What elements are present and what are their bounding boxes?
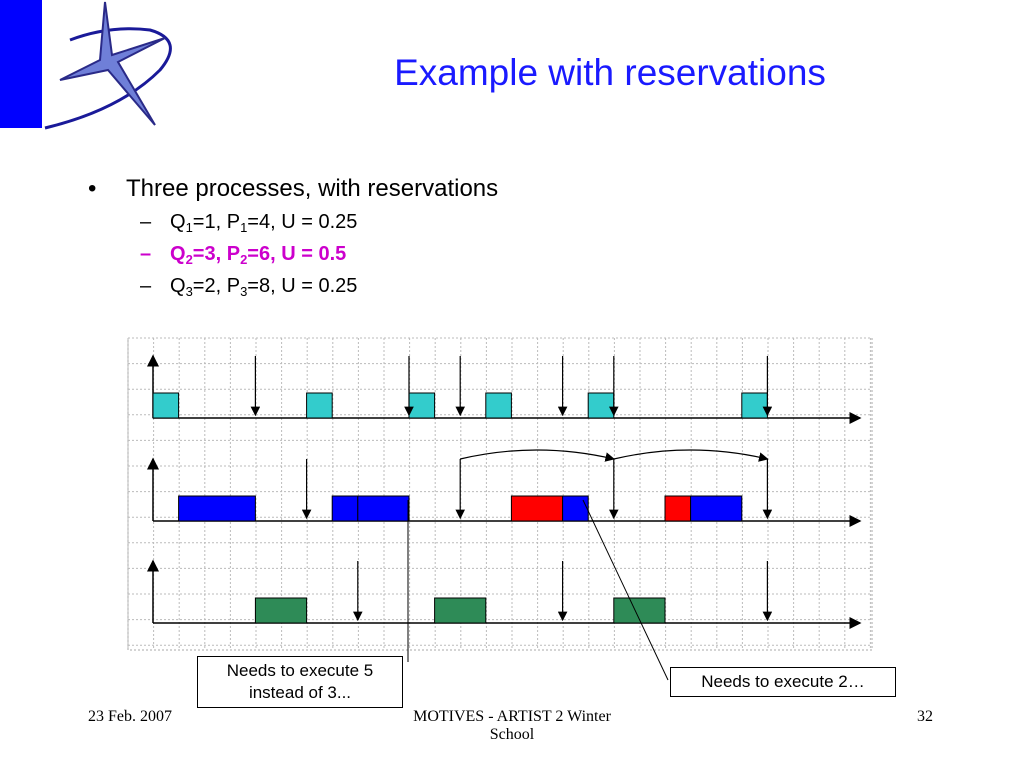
process-3-params: – Q3=2, P3=8, U = 0.25 — [140, 275, 498, 299]
process-2-deadline-shift-arc — [460, 449, 615, 462]
bullet-list: • Three processes, with reservations – Q… — [88, 175, 498, 299]
callout-execute-5: Needs to execute 5 instead of 3... — [197, 656, 403, 708]
callout-execute-2: Needs to execute 2… — [670, 667, 896, 697]
process-3-exec-block — [434, 597, 487, 624]
logo-icon — [44, 1, 172, 130]
footer-center-line1: MOTIVES - ARTIST 2 Winter — [413, 708, 611, 725]
process-1-exec-block — [587, 392, 615, 419]
process-2-exec-block — [331, 495, 359, 522]
process-2-exec-block — [664, 495, 692, 522]
bullet-main: • Three processes, with reservations — [88, 175, 498, 203]
grid-frame — [127, 337, 873, 651]
process-1-exec-block — [152, 392, 180, 419]
process-2-exec-block — [690, 495, 743, 522]
footer-date: 23 Feb. 2007 — [88, 708, 172, 725]
process-2-params: – Q2=3, P2=6, U = 0.5 — [140, 243, 498, 267]
dash: – — [140, 211, 152, 233]
process-1-exec-block — [408, 392, 436, 419]
process-2-exec-block — [510, 495, 564, 522]
dash: – — [140, 243, 152, 265]
process-2-text: Q2=3, P2=6, U = 0.5 — [170, 243, 347, 267]
callout-right-text: Needs to execute 2… — [701, 672, 865, 691]
process-1-text: Q1=1, P1=4, U = 0.25 — [170, 211, 358, 235]
process-3-text: Q3=2, P3=8, U = 0.25 — [170, 275, 358, 299]
process-3-exec-block — [254, 597, 308, 624]
callout-left-line1: Needs to execute 5 — [226, 661, 374, 680]
process-1-params: – Q1=1, P1=4, U = 0.25 — [140, 211, 498, 235]
footer-center: MOTIVES - ARTIST 2 Winter School — [362, 708, 662, 744]
process-2-exec-block — [562, 495, 589, 522]
dash: – — [140, 275, 152, 297]
callout-left-line2: instead of 3... — [248, 683, 352, 702]
slide-title: Example with reservations — [394, 52, 826, 93]
bullet-main-text: Three processes, with reservations — [126, 175, 499, 202]
process-2-exec-block — [357, 495, 410, 522]
process-1-exec-block — [306, 392, 333, 419]
process-2-exec-block — [178, 495, 256, 522]
callout-right-pointer — [582, 499, 669, 681]
process-1-exec-block — [741, 392, 768, 419]
logo-bar — [0, 0, 42, 128]
process-1-exec-block — [485, 392, 512, 419]
process-2-deadline-shift-arc — [613, 449, 769, 462]
footer-center-line2: School — [489, 726, 535, 743]
footer-page-number: 32 — [917, 708, 933, 725]
bullet-dot: • — [88, 175, 97, 202]
